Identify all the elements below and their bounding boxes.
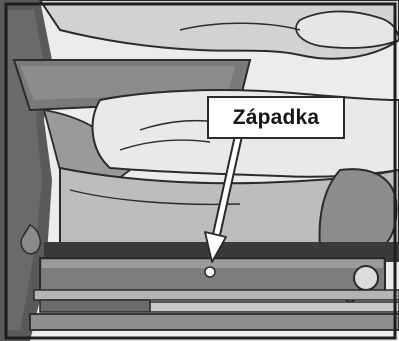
latch-point bbox=[205, 267, 215, 277]
lower-seat-rails bbox=[30, 290, 399, 330]
latch-callout-label: Západka bbox=[233, 106, 320, 130]
latch-callout-box: Západka bbox=[207, 96, 345, 139]
